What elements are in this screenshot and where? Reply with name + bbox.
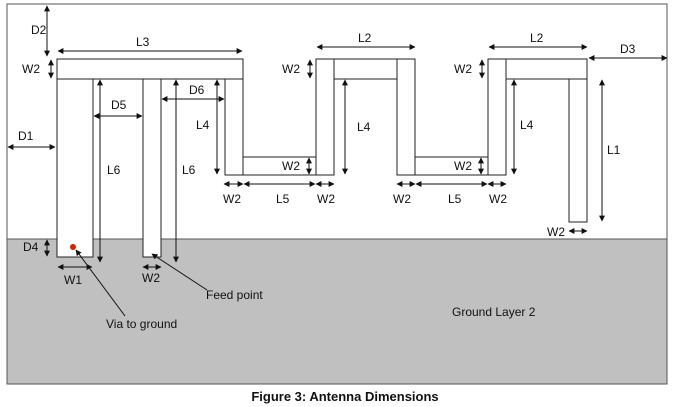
label-l6b: L6 (182, 163, 196, 177)
label-l3: L3 (136, 35, 150, 49)
top-bar (56, 58, 244, 80)
via-pointer (75, 249, 126, 317)
label-w2-bottom-4: W2 (489, 192, 507, 206)
label-w2-bottom-1: W2 (223, 192, 241, 206)
meander-bottom-1 (242, 156, 317, 176)
ground-layer (6, 238, 668, 385)
label-w2-l1: W2 (547, 225, 565, 239)
label-l2b: L2 (530, 31, 544, 45)
label-d3: D3 (620, 42, 636, 56)
meander-leg-4 (487, 58, 507, 176)
leg-ground (56, 78, 94, 258)
label-d2: D2 (31, 23, 47, 37)
meander-bottom-2 (414, 156, 489, 176)
label-w2-top-left: W2 (22, 62, 40, 76)
label-w2-top-mid: W2 (282, 62, 300, 76)
label-l4b: L4 (357, 120, 371, 134)
meander-leg-1 (224, 78, 244, 176)
via-to-ground-label: Via to ground (106, 317, 177, 331)
feed-point-pointer (151, 253, 208, 291)
label-d4: D4 (23, 240, 39, 254)
antenna-trace (56, 58, 588, 258)
label-l1: L1 (607, 143, 621, 157)
meander-top-2 (333, 58, 398, 80)
end-leg-l1 (568, 78, 588, 223)
label-l5a: L5 (276, 192, 290, 206)
label-d6: D6 (189, 83, 205, 97)
ground-layer-label: Ground Layer 2 (452, 305, 536, 319)
label-l6a: L6 (107, 163, 121, 177)
label-w2-bottom-3: W2 (393, 192, 411, 206)
feed-point-label: Feed point (206, 288, 263, 302)
label-w1: W1 (64, 273, 82, 287)
label-w2-inner-b: W2 (454, 159, 472, 173)
leg-feed (142, 78, 162, 258)
label-d1: D1 (18, 129, 34, 143)
figure-caption: Figure 3: Antenna Dimensions (251, 389, 438, 404)
label-l4c: L4 (520, 118, 534, 132)
label-w2-inner-a: W2 (282, 159, 300, 173)
meander-leg-2 (315, 58, 335, 176)
via-dot (70, 244, 76, 250)
label-d5: D5 (111, 98, 127, 112)
meander-top-3 (505, 58, 588, 80)
label-l2a: L2 (358, 31, 372, 45)
meander-leg-3 (396, 58, 416, 176)
label-w2-top-right: W2 (454, 62, 472, 76)
label-l5b: L5 (448, 192, 462, 206)
label-w2-bottom-2: W2 (317, 192, 335, 206)
label-w2-feed: W2 (142, 271, 160, 285)
label-l4a: L4 (196, 118, 210, 132)
